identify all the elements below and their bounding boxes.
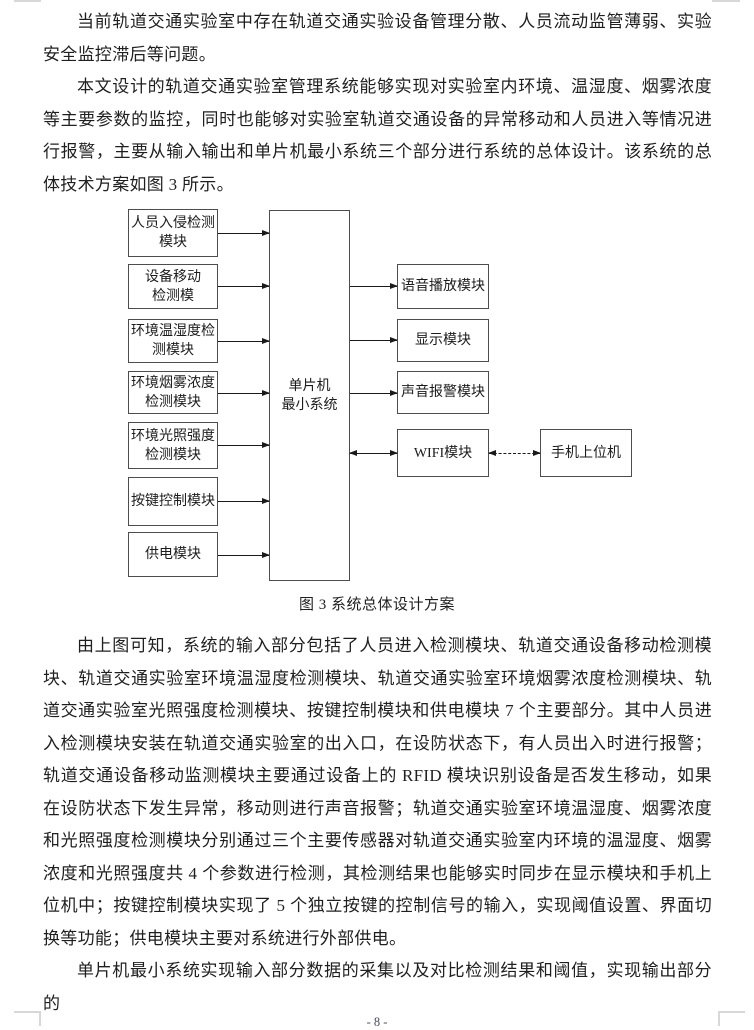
page-content-lower: 由上图可知，系统的输入部分包括了人员进入检测模块、轨道交通设备移动检测模块、轨道…: [0, 624, 754, 1020]
arrow-temp-to-mcu: [218, 338, 270, 345]
paragraph-mcu-function: 单片机最小系统实现输入部分数据的采集以及对比检测结果和阈值，实现输出部分的: [43, 961, 712, 1013]
box-phone-host: 手机上位机: [540, 429, 632, 477]
arrow-key-to-mcu: [218, 498, 270, 505]
box-power-supply: 供电模块: [128, 532, 218, 577]
box-temp-humidity-detect: 环境温湿度检 测模块: [128, 319, 218, 363]
box-key-control: 按键控制模块: [128, 477, 218, 526]
box-device-movement-detect: 设备移动 检测模: [128, 264, 218, 309]
arrow-power-to-mcu: [218, 552, 270, 559]
page-number: - 8 -: [366, 1015, 388, 1029]
arrow-smoke-to-mcu: [218, 390, 270, 397]
arrow-wifi-phone-wireless: [488, 450, 541, 457]
page-content: 当前轨道交通实验室中存在轨道交通实验设备管理分散、人员流动监管薄弱、实验安全监控…: [0, 0, 754, 201]
box-display: 显示模块: [397, 319, 489, 362]
arrow-mcu-to-voice: [350, 283, 398, 290]
box-sound-alarm: 声音报警模块: [397, 371, 489, 414]
arrow-device-to-mcu: [218, 283, 270, 290]
figure3-caption: 图 3 系统总体设计方案: [298, 597, 455, 613]
box-mcu-minimal-system: 单片机 最小系统: [269, 210, 350, 581]
box-wifi-module: WIFI模块: [397, 429, 489, 477]
arrow-mcu-to-display: [350, 337, 398, 344]
arrow-mcu-wifi-bidirectional: [349, 450, 398, 457]
cropmark-top-right: [712, 0, 740, 2]
box-person-intrusion-detect: 人员入侵检测 模块: [128, 209, 218, 257]
box-voice-playback: 语音播放模块: [397, 264, 489, 309]
cropmark-bottom-left: [14, 1011, 41, 1026]
arrow-mcu-to-alarm: [350, 390, 398, 397]
cropmark-top-left: [14, 0, 41, 2]
box-light-intensity-detect: 环境光照强度 检测模块: [128, 422, 218, 469]
cropmark-bottom-right: [718, 1011, 745, 1026]
figure3-diagram: 人员入侵检测 模块 设备移动 检测模 环境温湿度检 测模块 环境烟雾浓度 检测模…: [0, 206, 754, 586]
paragraph-system-overview: 本文设计的轨道交通实验室管理系统能够实现对实验室内环境、温湿度、烟雾浓度等主要参…: [43, 77, 712, 194]
arrow-light-to-mcu: [218, 442, 270, 449]
arrow-person-to-mcu: [218, 230, 270, 237]
paragraph-intro-problems: 当前轨道交通实验室中存在轨道交通实验设备管理分散、人员流动监管薄弱、实验安全监控…: [43, 12, 712, 64]
box-smoke-density-detect: 环境烟雾浓度 检测模块: [128, 371, 218, 414]
paragraph-input-modules-detail: 由上图可知，系统的输入部分包括了人员进入检测模块、轨道交通设备移动检测模块、轨道…: [43, 636, 712, 948]
